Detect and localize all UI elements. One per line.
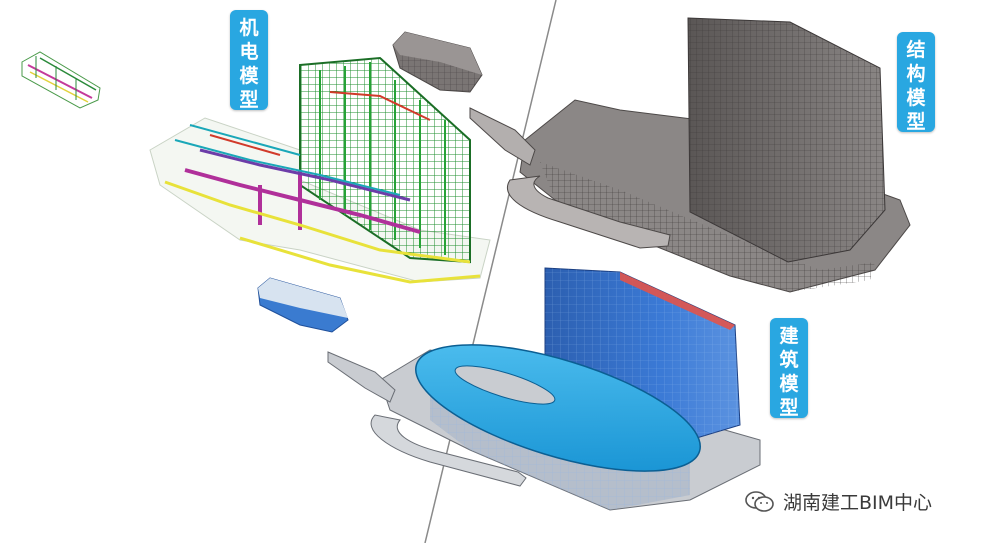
structure-label-char-3: 模 [906,87,926,109]
mep-fragment-small [21,51,101,109]
architecture-model [327,267,761,511]
structure-model-label: 结 构 模 型 [897,32,935,133]
mep-model [149,56,491,284]
structure-roof-cap [392,31,483,93]
architecture-model-label: 建 筑 模 型 [770,318,808,419]
architecture-label-char-4: 型 [779,397,799,419]
structure-label-char-4: 型 [906,111,926,133]
divider-line [424,0,557,544]
architecture-label-char-3: 模 [779,373,799,395]
mep-model-label: 机 电 模 型 [230,10,268,111]
wechat-icon [745,490,774,512]
structure-label-char-2: 构 [906,63,926,85]
mep-label-char-3: 模 [239,65,259,87]
architecture-label-char-1: 建 [779,325,799,347]
watermark-text: 湖南建工BIM中心 [783,492,933,514]
mep-label-char-4: 型 [239,89,259,111]
structure-label-char-1: 结 [906,39,926,61]
architecture-label-char-2: 筑 [779,349,799,371]
mep-label-char-1: 机 [239,17,259,39]
watermark: 湖南建工BIM中心 [745,488,932,515]
architecture-roof-cap [257,277,349,333]
structure-model [469,17,911,293]
mep-label-char-2: 电 [239,41,259,63]
